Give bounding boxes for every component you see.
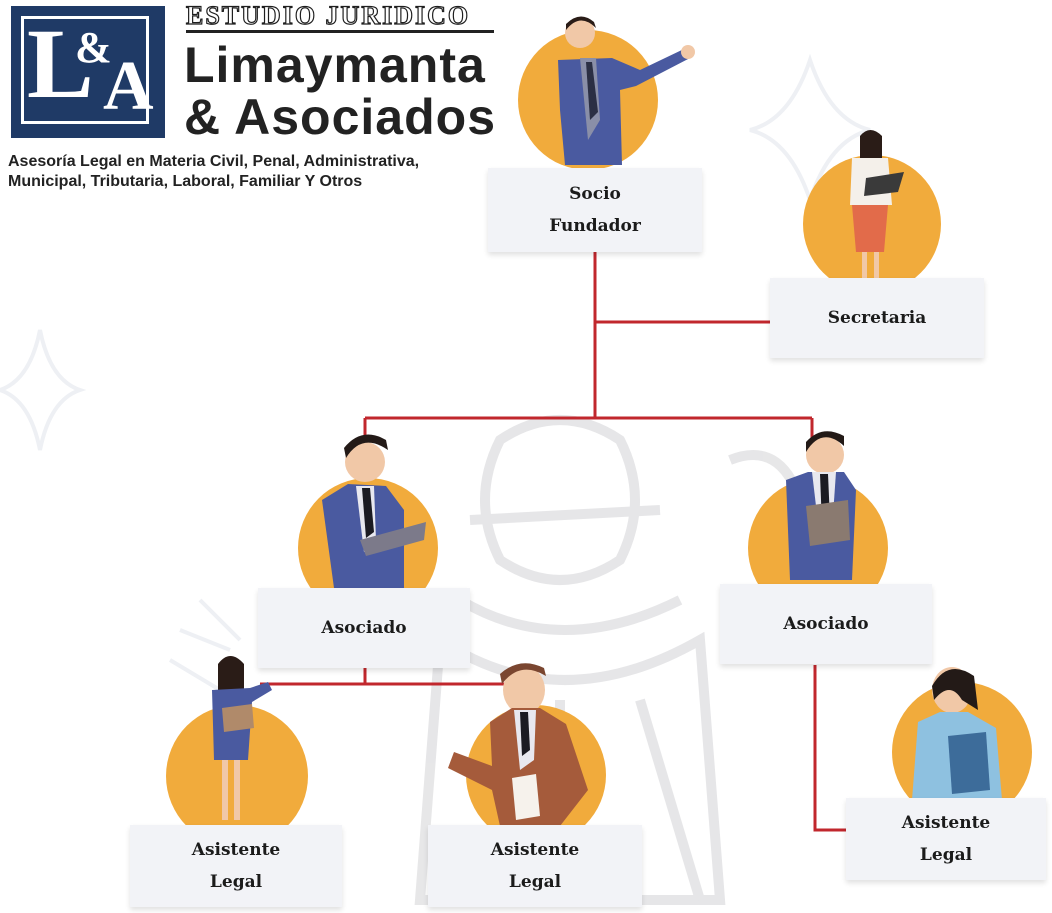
firm-description-line2: Municipal, Tributaria, Laboral, Familiar… <box>8 173 363 190</box>
node-assistant-1-label-line1: Asistente <box>191 840 281 860</box>
logo-letter-l: L <box>27 8 94 119</box>
node-assistant-1-card: Asistente Legal <box>130 825 342 907</box>
firm-tagline: ESTUDIO JURIDICO <box>185 1 494 33</box>
assistant-right-line <box>813 665 848 832</box>
logo-letter-a: A <box>103 48 154 125</box>
node-founder-card: Socio Fundador <box>488 168 702 252</box>
node-assistant-3-label-line1: Asistente <box>901 813 991 833</box>
node-associate-left-label: Asociado <box>321 618 407 638</box>
node-secretary-label: Secretaria <box>827 308 927 328</box>
node-assistant-1-label-line2: Legal <box>209 872 263 892</box>
node-associate-left-card: Asociado <box>258 588 470 668</box>
logo-ampersand: & <box>75 23 112 72</box>
logo-frame <box>21 16 149 124</box>
node-assistant-2-card: Asistente Legal <box>428 825 642 907</box>
node-assistant-3-label-line2: Legal <box>919 845 973 865</box>
node-secretary-card: Secretaria <box>770 278 984 358</box>
node-assistant-2-label-line1: Asistente <box>490 840 580 860</box>
firm-description-line1: Asesoría Legal en Materia Civil, Penal, … <box>8 153 420 170</box>
node-founder-label-line2: Fundador <box>549 216 641 236</box>
assistants-left-line <box>260 668 525 686</box>
firm-logo: L & A <box>13 8 163 136</box>
node-founder-label-line1: Socio <box>569 184 621 204</box>
firm-name-line2: & Asociados <box>184 89 497 145</box>
node-assistant-2-label-line2: Legal <box>508 872 562 892</box>
node-associate-right-card: Asociado <box>720 584 932 664</box>
firm-name-line1: Limaymanta <box>184 37 486 93</box>
node-associate-right-label: Asociado <box>783 614 869 634</box>
node-assistant-3-card: Asistente Legal <box>846 798 1046 880</box>
